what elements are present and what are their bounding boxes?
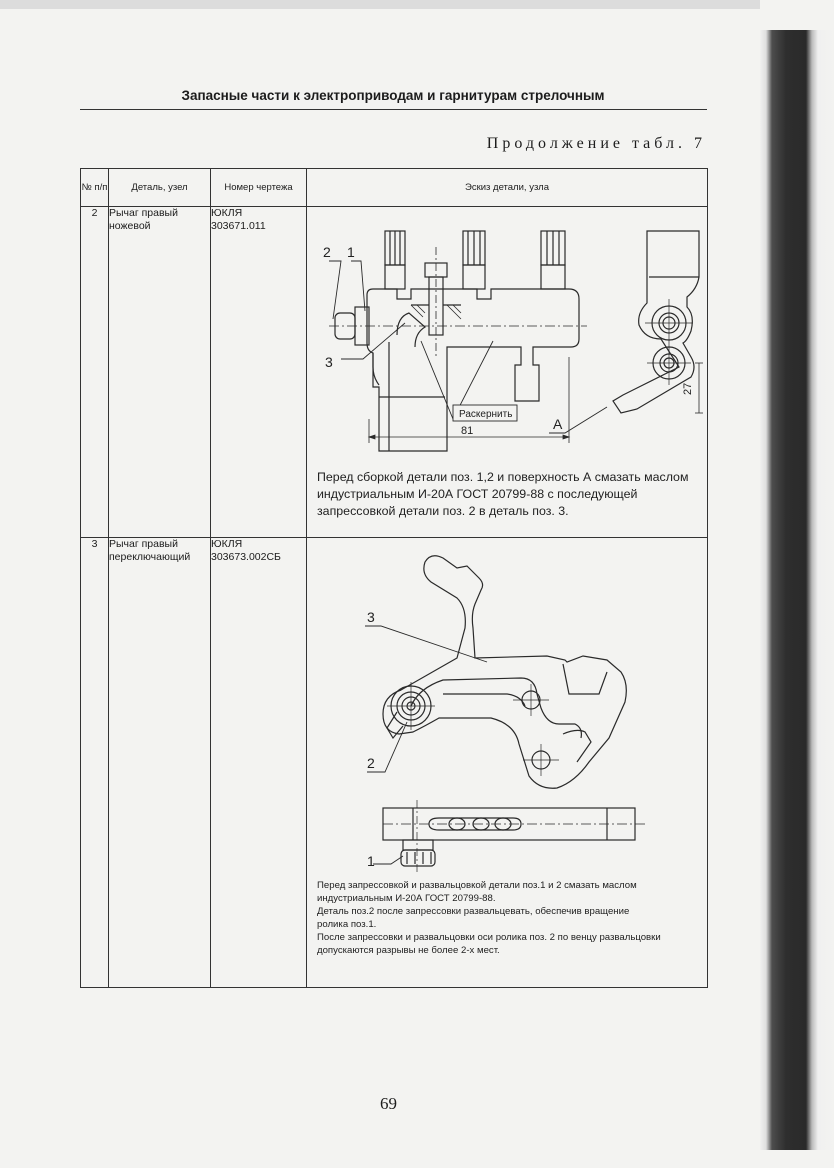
col-header-num: № п/п <box>80 168 109 207</box>
page-number: 69 <box>380 1094 397 1113</box>
detail-name: Рычаг правый ножевой <box>108 206 211 538</box>
roller-side-view <box>329 306 587 346</box>
position-label: 2 <box>323 244 331 260</box>
table-continuation-label: Продолжение табл. 7 <box>486 135 706 152</box>
callout-box <box>452 404 518 422</box>
note-line: После запрессовки и развальцовки оси рол… <box>317 932 661 943</box>
detail-name: Рычаг правый переключающий <box>108 537 211 988</box>
dimension-lines <box>367 357 703 443</box>
page-header: Запасные части к электроприводам и гарни… <box>181 88 605 103</box>
drawing-number-line: ЮКЛЯ <box>211 538 243 550</box>
position-label: 3 <box>367 609 375 625</box>
position-label: 3 <box>325 354 333 370</box>
parts-table: № п/п Деталь, узел Номер чертежа Эскиз д… <box>80 168 708 988</box>
surface-label: A <box>553 416 563 432</box>
drawing-number-line: 303673.002СБ <box>211 550 281 563</box>
note-line: индустриальным И-20А ГОСТ 20799-88 с пос… <box>317 487 638 501</box>
lever-body-outline <box>366 288 580 452</box>
position-label: 1 <box>367 853 375 869</box>
note-line: допускаются разрывы не более 2-х мест. <box>317 945 500 956</box>
note-line: ролика поз.1. <box>317 919 377 930</box>
assembly-note: Перед запрессовкой и развальцовкой детал… <box>317 879 699 957</box>
knurled-prong-group <box>384 230 566 290</box>
callout-leaders <box>365 625 488 865</box>
row-number: 3 <box>80 537 109 988</box>
lever-plan-view <box>382 800 647 874</box>
sketch-cell: 2 1 3 Раскернить 81 27 A Перед сборкой д… <box>306 206 708 538</box>
col-header-sketch: Эскиз детали, узла <box>306 168 708 207</box>
detail-name-line: Рычаг правый <box>109 538 178 550</box>
dimension-label: 81 <box>461 425 473 437</box>
detail-name-line: переключающий <box>109 550 191 563</box>
note-line: Перед запрессовкой и развальцовкой детал… <box>317 880 637 891</box>
dimension-label: 27 <box>682 383 694 395</box>
knife-lever-sketch: 2 1 3 Раскернить 81 27 A <box>323 230 703 452</box>
col-header-detail: Деталь, узел <box>108 168 211 207</box>
note-line: Деталь поз.2 после запрессовки развальце… <box>317 906 630 917</box>
table-row: 3 Рычаг правый переключающий ЮКЛЯ 303673… <box>80 537 708 988</box>
book-spine-shadow <box>760 30 834 1150</box>
note-line: Перед сборкой детали поз. 1,2 и поверхно… <box>317 470 689 484</box>
note-line: индустриальным И-20А ГОСТ 20799-88. <box>317 893 496 904</box>
lever-side-view <box>612 230 700 414</box>
switch-lever-sketch: 3 2 1 <box>365 555 647 874</box>
position-label: 2 <box>367 755 375 771</box>
header-rule <box>80 109 707 110</box>
drawing-number-line: ЮКЛЯ <box>211 207 243 219</box>
drawing-number-line: 303671.011 <box>211 219 266 232</box>
callout-label: Раскернить <box>459 409 512 420</box>
drawing-number: ЮКЛЯ 303671.011 <box>210 206 307 538</box>
table-row: 2 Рычаг правый ножевой ЮКЛЯ 303671.011 <box>80 206 708 538</box>
detail-name-line: ножевой <box>109 219 151 232</box>
row-number: 2 <box>80 206 109 538</box>
lever-roller <box>387 682 435 730</box>
axle-screw <box>410 247 462 357</box>
position-label: 1 <box>347 244 355 260</box>
switch-lever-outline <box>382 555 627 789</box>
assembly-note: Перед сборкой детали поз. 1,2 и поверхно… <box>317 469 699 520</box>
note-line: запрессовкой детали поз. 2 в деталь поз.… <box>317 504 569 518</box>
sketch-cell: 3 2 1 Перед запрессовкой и развальцовкой… <box>306 537 708 988</box>
detail-name-line: Рычаг правый <box>109 207 178 219</box>
drawing-number: ЮКЛЯ 303673.002СБ <box>210 537 307 988</box>
scan-top-edge <box>0 0 760 9</box>
table-header-row: № п/п Деталь, узел Номер чертежа Эскиз д… <box>80 168 708 207</box>
col-header-drawing: Номер чертежа <box>210 168 307 207</box>
